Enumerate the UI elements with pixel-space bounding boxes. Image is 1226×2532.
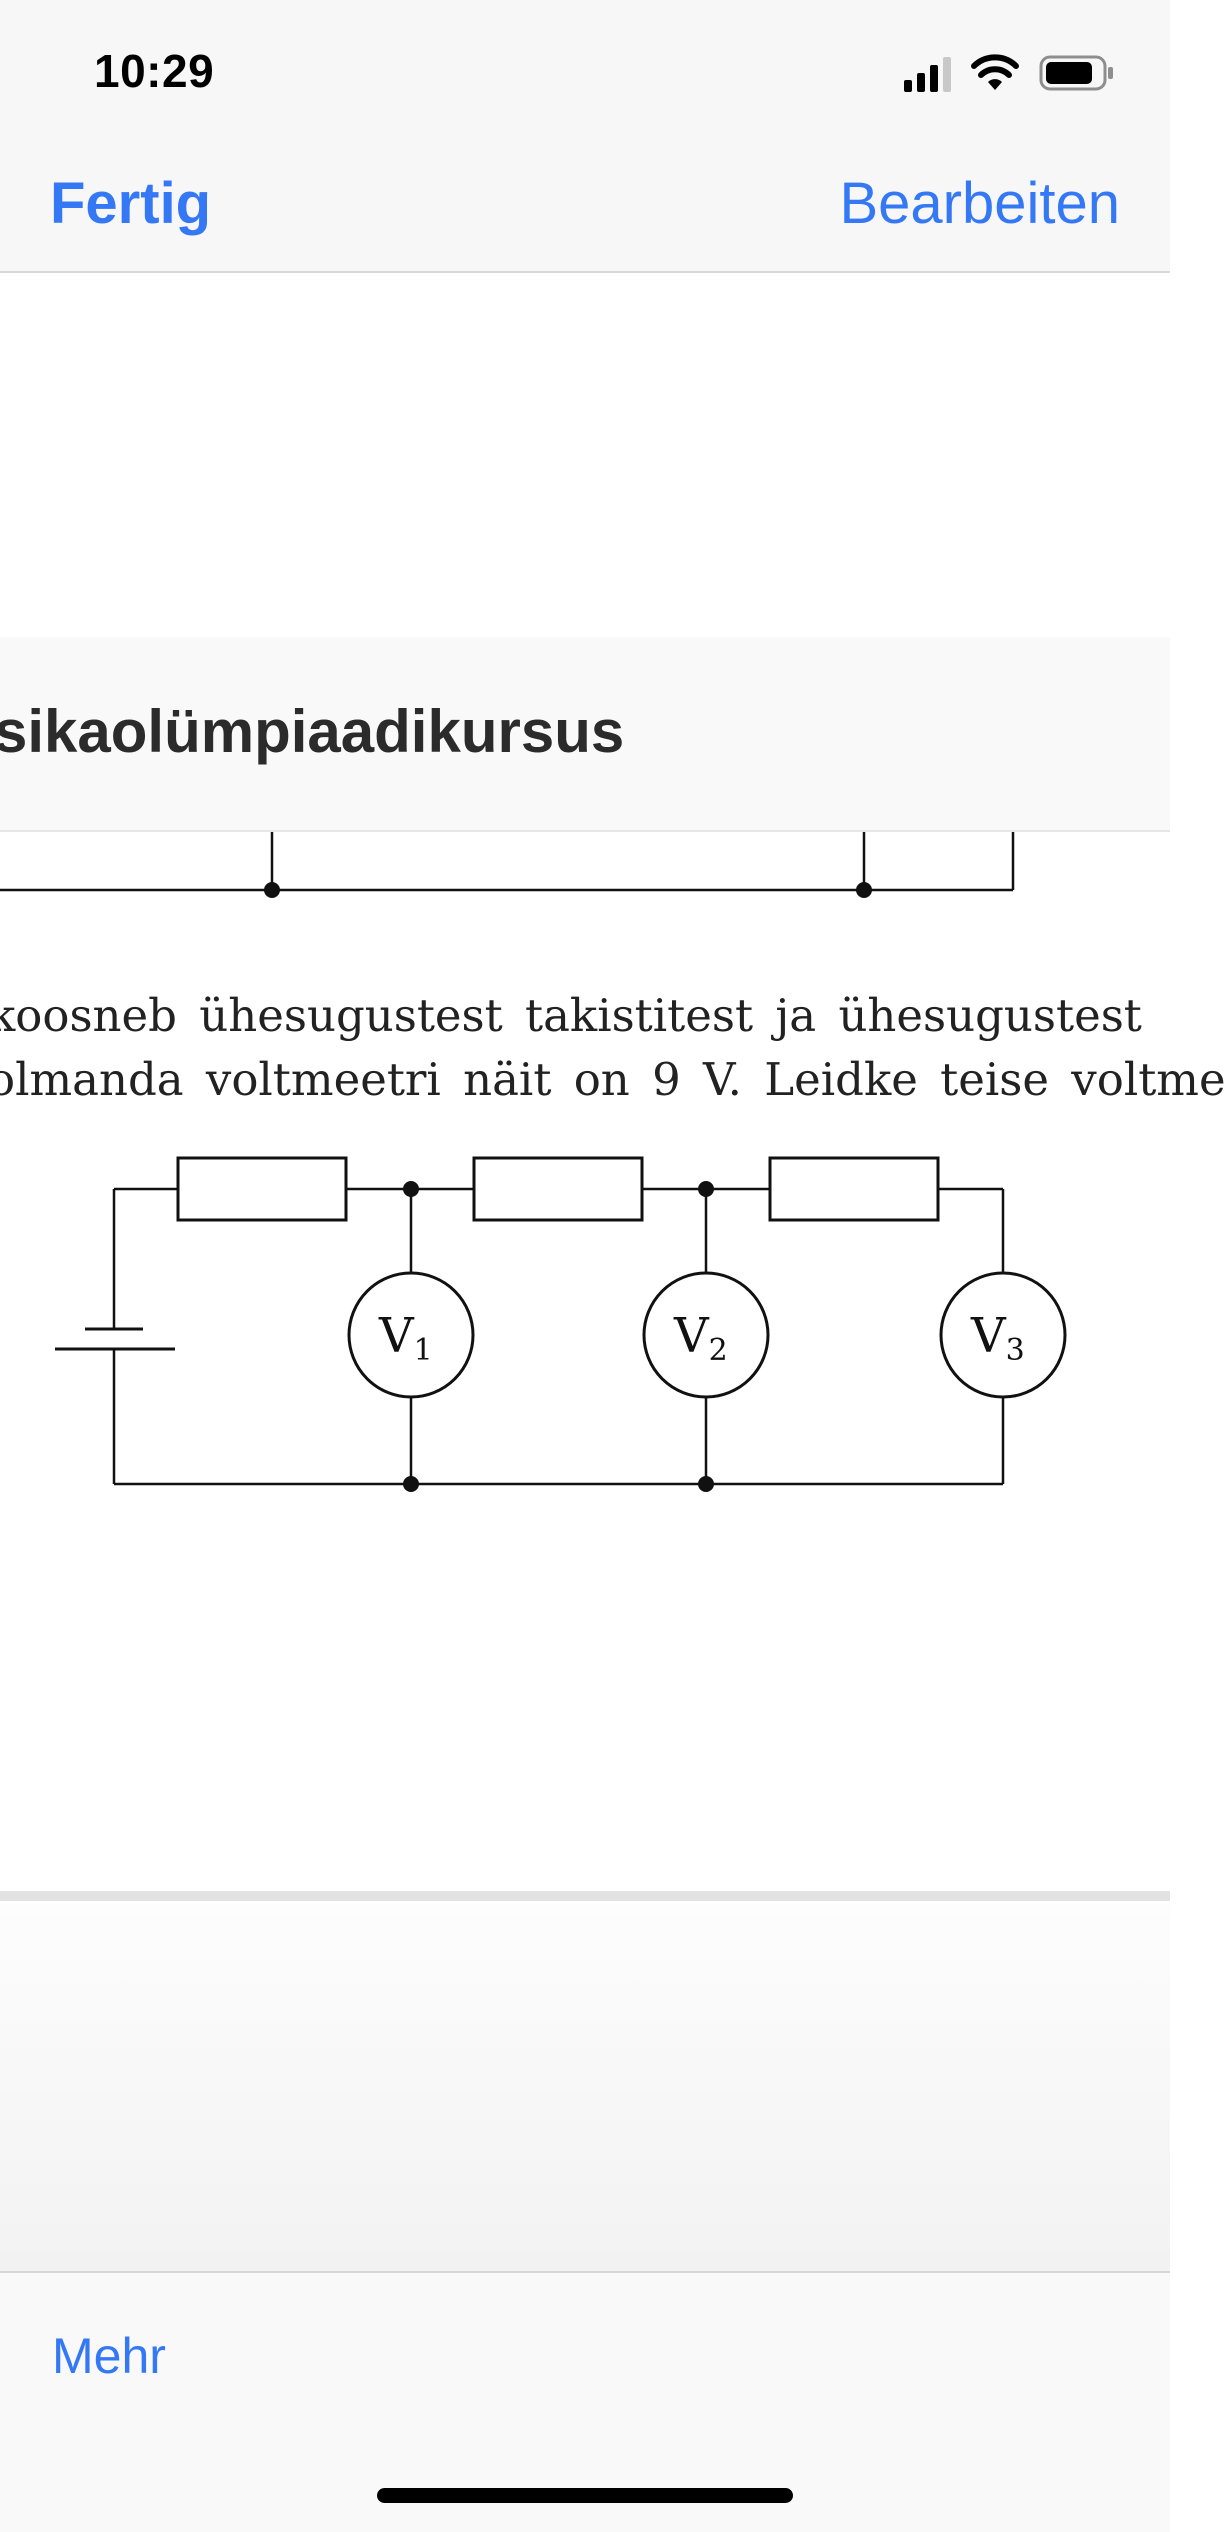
junction-dot: [403, 1476, 419, 1492]
done-button[interactable]: Fertig: [50, 171, 212, 236]
status-time: 10:29: [94, 45, 215, 97]
empty-area: [0, 1903, 1170, 2271]
document-title: sikaolümpiaadikursus: [0, 698, 625, 765]
home-indicator[interactable]: [377, 2488, 793, 2503]
junction-dot: [698, 1476, 714, 1492]
junction-dot: [264, 882, 280, 898]
junction-dot: [403, 1181, 419, 1197]
document-header: sikaolümpiaadikursus: [0, 637, 1170, 832]
more-button[interactable]: Mehr: [52, 2328, 166, 2384]
resistor: [768, 1156, 940, 1222]
wifi-icon: [971, 54, 1019, 90]
resistor: [472, 1156, 644, 1222]
voltmeter-3-symbol: V: [970, 1308, 1007, 1364]
document-text-line: koosneb ühesugustest takistitest ja ühes…: [0, 989, 1142, 1042]
page-divider: [0, 1891, 1170, 1901]
document-viewer[interactable]: sikaolümpiaadikursus: [0, 273, 1226, 1901]
svg-text:V3: V3: [970, 1308, 1025, 1368]
cellular-signal-icon: [904, 56, 951, 92]
edit-button[interactable]: Bearbeiten: [839, 171, 1120, 236]
status-icons: [904, 52, 1115, 92]
battery-symbol: [55, 1327, 175, 1351]
status-bar: 10:29: [0, 0, 1170, 130]
navigation-bar: Fertig Bearbeiten: [0, 130, 1170, 273]
voltmeter-2: V2: [642, 1271, 770, 1399]
document-text-line: olmanda voltmeetri näit on 9 V. Leidke t…: [0, 1053, 1226, 1106]
voltmeter-2-index: 2: [709, 1333, 728, 1368]
junction-dot: [698, 1181, 714, 1197]
voltmeter-3-index: 3: [1006, 1333, 1025, 1368]
resistor: [176, 1156, 348, 1222]
circuit-wires: [112, 1187, 1005, 1486]
voltmeter-1: V1: [347, 1271, 475, 1399]
voltmeter-1-symbol: V: [378, 1308, 415, 1364]
upper-circuit-fragment: [0, 832, 1015, 892]
voltmeter-2-symbol: V: [673, 1308, 710, 1364]
circuit-diagram: V1 V2 V3: [0, 832, 1067, 1492]
voltmeter-3: V3: [939, 1271, 1067, 1399]
svg-text:V2: V2: [673, 1308, 728, 1368]
svg-text:V1: V1: [378, 1308, 433, 1368]
voltmeter-1-index: 1: [414, 1333, 433, 1368]
junction-dot: [856, 882, 872, 898]
battery-icon: [1039, 55, 1113, 91]
